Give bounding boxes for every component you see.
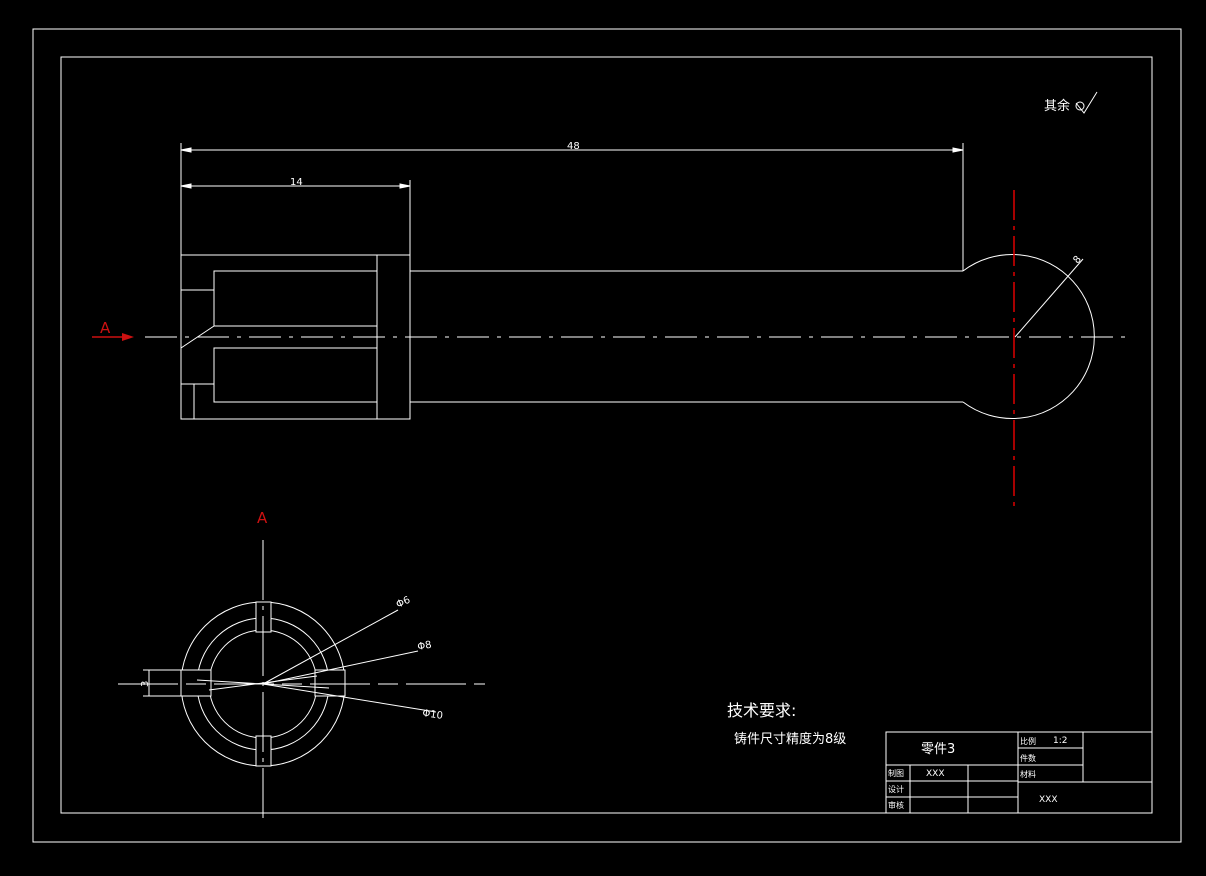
front-view: [180, 254, 1095, 420]
dimension-48-label: 48: [567, 141, 580, 152]
surface-roughness-note: 其余: [1044, 91, 1098, 114]
dimension-48: [180, 143, 964, 271]
leader-phi8: [262, 650, 419, 685]
sphere-end: [962, 254, 1095, 419]
slot-left: [180, 669, 212, 697]
title-quantity-label: 件数: [1020, 753, 1036, 763]
section-view: [118, 540, 485, 818]
dimension-14-label: 14: [290, 177, 303, 188]
title-scale-label: 比例: [1020, 736, 1036, 746]
leader-phi10: [262, 683, 437, 713]
title-material-label: 材料: [1020, 769, 1036, 779]
title-designed-label: 设计: [888, 784, 904, 794]
roughness-check-icon: [1075, 91, 1098, 114]
roughness-note-text: 其余: [1044, 98, 1070, 114]
inner-border: [60, 56, 1153, 814]
title-block: [885, 731, 1153, 814]
title-checked-label: 审核: [888, 800, 904, 810]
leader-phi6: [262, 609, 399, 685]
title-part-name: 零件3: [921, 742, 955, 757]
title-drawn-label: 制图: [888, 768, 904, 778]
sphere-radius-leader: [1014, 258, 1084, 338]
title-scale-value: 1:2: [1053, 736, 1067, 746]
dimension-phi8-label: Φ8: [417, 640, 433, 653]
sphere-radius-label: 8: [1071, 254, 1083, 266]
title-drawn-name: XXX: [926, 769, 945, 779]
slot-right: [314, 669, 346, 697]
section-view-label: A: [257, 509, 268, 527]
outer-border: [32, 28, 1182, 843]
dimension-14: [180, 180, 411, 255]
dimension-slot-label: 3: [140, 681, 151, 687]
lower-slot: [213, 347, 378, 403]
roughness-symbol-icon: [1075, 101, 1085, 111]
tech-req-title: 技术要求:: [727, 701, 796, 720]
tech-req-line1: 铸件尺寸精度为8级: [734, 731, 846, 747]
section-arrow: A: [92, 319, 134, 341]
section-arrow-label: A: [100, 319, 111, 337]
title-org-name: XXX: [1039, 795, 1058, 805]
dimension-phi6-label: Φ6: [395, 595, 413, 611]
upper-slot: [213, 270, 378, 327]
dimension-phi10-label: Φ10: [422, 708, 444, 722]
